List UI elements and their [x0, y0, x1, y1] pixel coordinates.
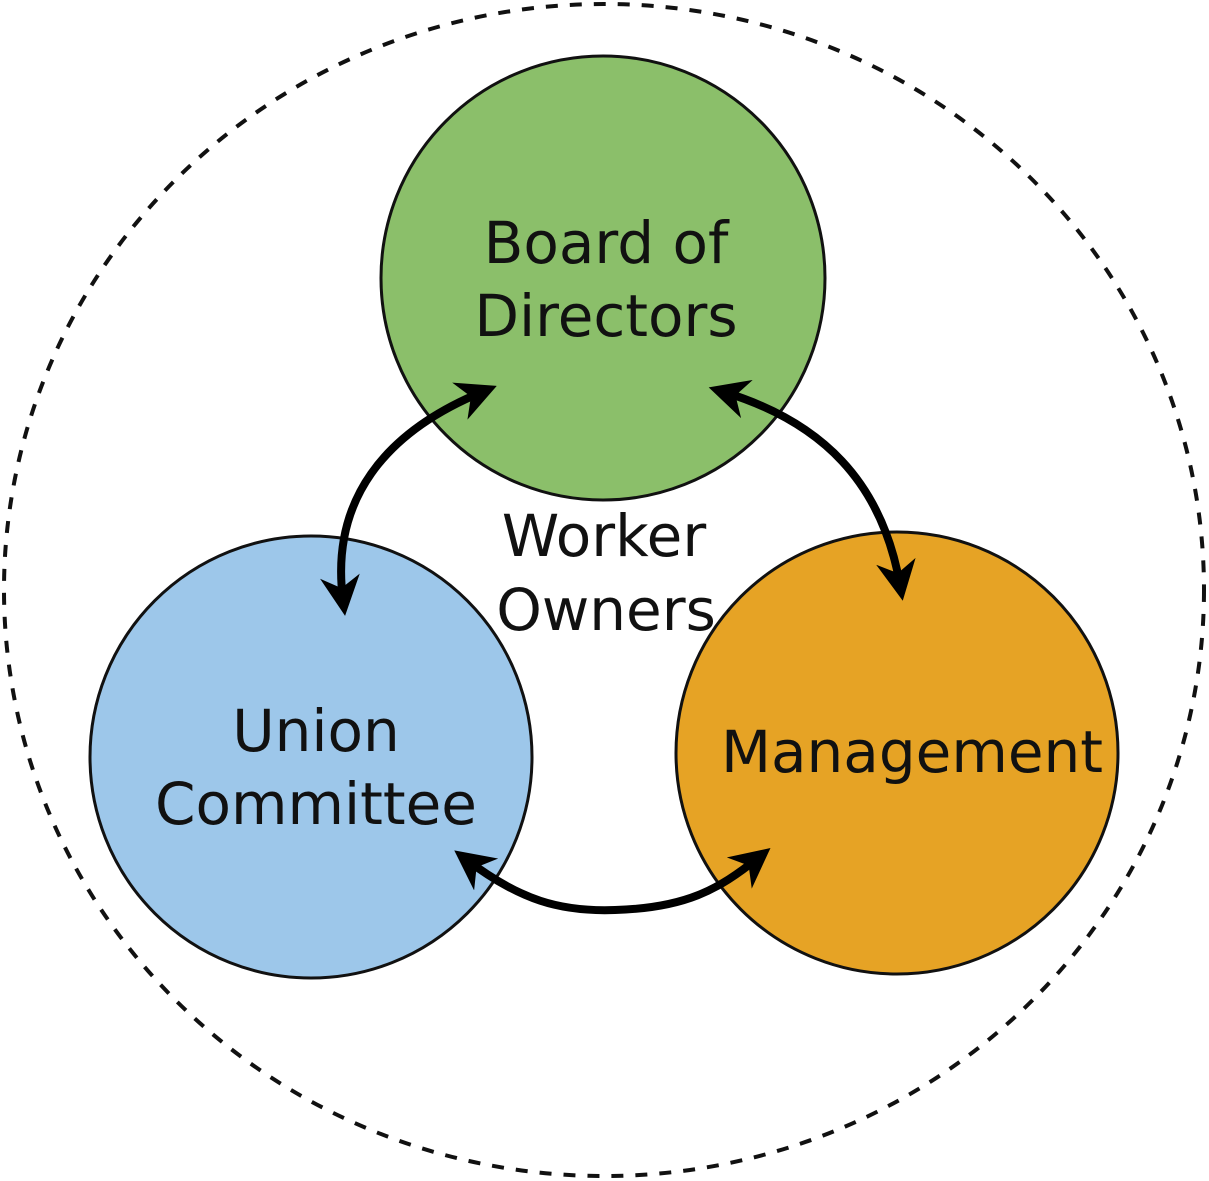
union-circle: [88, 534, 534, 980]
arrow-board-union: [320, 382, 497, 616]
union-label-line2: Committee: [155, 770, 477, 838]
management-label: Management: [721, 718, 1103, 786]
board-circle: [379, 54, 827, 502]
center-label-line1: Worker: [502, 502, 706, 570]
arrow-union-management: [454, 848, 771, 915]
node-board-of-directors: Board of Directors: [379, 54, 827, 502]
node-union-committee: Union Committee: [88, 534, 534, 980]
arrow-board-management: [708, 379, 916, 601]
center-label-line2: Owners: [496, 576, 716, 644]
board-label-line2: Directors: [474, 282, 737, 350]
node-management: Management: [674, 530, 1120, 976]
board-label-line1: Board of: [484, 209, 730, 277]
union-label-line1: Union: [232, 697, 400, 765]
